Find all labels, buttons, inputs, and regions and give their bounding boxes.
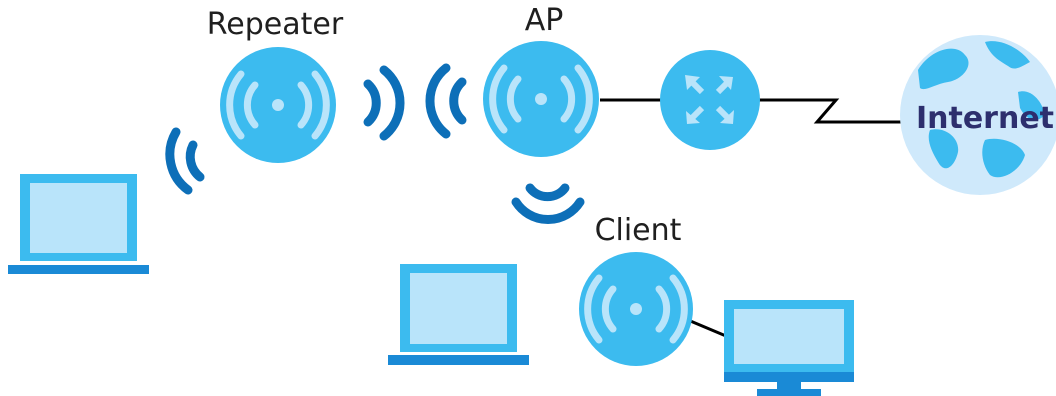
ap-label: AP [525, 3, 564, 38]
laptop-center-base [388, 355, 529, 365]
monitor-screen [734, 309, 844, 364]
desktop-monitor [724, 300, 854, 396]
wireless-signal-laptop-left [170, 132, 200, 190]
monitor-bezel [724, 372, 854, 382]
laptop-left [8, 174, 149, 274]
laptop-left-base [8, 265, 149, 274]
ap-node [483, 41, 599, 157]
client-node [579, 252, 693, 366]
wireless-signal-ap-down [516, 188, 580, 220]
router-node [660, 50, 760, 150]
link-client-monitor [688, 320, 726, 336]
laptop-center [388, 264, 529, 365]
laptop-center-screen [410, 273, 507, 344]
wireless-signal-ap-left [430, 68, 462, 134]
laptop-left-screen [30, 183, 127, 253]
monitor-foot [757, 389, 821, 396]
wireless-signal-repeater-right [368, 70, 400, 136]
internet-label: Internet [916, 101, 1054, 136]
client-label: Client [595, 213, 682, 248]
link-router-internet [758, 100, 902, 122]
internet-globe: Internet [900, 35, 1056, 195]
router-icon [660, 50, 760, 150]
monitor-stand [777, 382, 801, 389]
repeater-label: Repeater [207, 7, 344, 42]
repeater-node [220, 47, 336, 163]
